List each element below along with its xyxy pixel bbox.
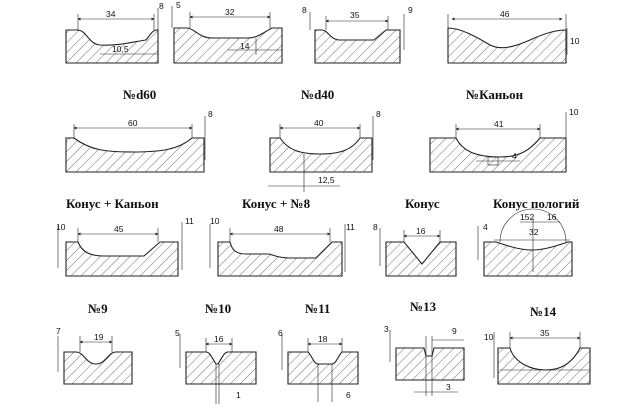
profile-label: Конус пологий	[493, 196, 580, 211]
profile-1: 34 8 10,5	[65, 1, 164, 64]
dim-text: 6	[278, 328, 283, 338]
dim-text: 8	[302, 5, 307, 15]
profile-label: Конус	[405, 196, 440, 211]
dim-text: 18	[318, 334, 328, 344]
dim-text: 19	[94, 332, 104, 342]
profile-label: №Каньон	[466, 87, 524, 102]
dim-text: 7	[56, 326, 61, 336]
profile-16: 10 35	[484, 328, 591, 385]
profile-10: 8 16	[373, 222, 457, 277]
dim-text: 152	[520, 212, 534, 222]
dim-text: 35	[350, 10, 360, 20]
profile-label: №13	[410, 299, 437, 314]
profile-label: №11	[305, 301, 330, 316]
profile-label: Конус + №8	[242, 196, 311, 211]
dim-text: 9	[452, 326, 457, 336]
dim-text: 60	[128, 118, 138, 128]
profile-9: 10 48 11	[209, 216, 355, 277]
dim-text: 8	[376, 109, 381, 119]
dim-text: 8	[208, 109, 213, 119]
dim-text: 16	[416, 226, 426, 236]
dim-text: 6	[346, 390, 351, 400]
dim-text: 46	[500, 9, 510, 19]
dim-text: 41	[494, 119, 504, 129]
profile-7: 41 10 4	[429, 107, 579, 173]
dim-text: 11	[185, 216, 194, 226]
dim-text: 3	[446, 382, 451, 392]
dim-text: 10	[210, 216, 220, 226]
dim-text: 16	[214, 334, 224, 344]
profile-6: 40 8 12,5	[268, 109, 381, 192]
dim-text: 16	[547, 212, 557, 222]
profile-14: 6 18 6	[278, 328, 359, 402]
dim-text: 4	[512, 151, 517, 161]
profile-12: 7 19	[56, 326, 133, 385]
dim-text: 10,5	[112, 44, 129, 54]
dim-text: 8	[159, 1, 164, 11]
dim-text: 11	[346, 222, 355, 232]
dim-text: 4	[483, 222, 488, 232]
dim-text: 10	[570, 36, 580, 46]
dim-text: 12,5	[318, 175, 335, 185]
dim-text: 10	[484, 332, 494, 342]
profile-label: №9	[88, 301, 108, 316]
dim-text: 14	[240, 41, 250, 51]
dim-text: 40	[314, 118, 324, 128]
profile-13: 5 16 1	[175, 328, 257, 404]
dim-text: 5	[175, 328, 180, 338]
profile-5: 60 8	[65, 109, 213, 173]
profile-11: 4 152 16 32	[477, 208, 573, 277]
profile-2: 5 32 14	[171, 0, 283, 64]
dim-text: 9	[408, 5, 413, 15]
dim-text: 32	[529, 227, 539, 237]
dim-text: 5	[176, 0, 181, 10]
profile-4: 46 10	[447, 9, 580, 64]
dim-text: 34	[106, 9, 116, 19]
dim-text: 35	[540, 328, 550, 338]
dim-text: 3	[384, 324, 389, 334]
dim-text: 45	[114, 224, 124, 234]
profile-label: №d40	[301, 87, 334, 102]
dim-text: 48	[274, 224, 284, 234]
profile-8: 10 45 11	[56, 216, 194, 277]
profile-label: №d60	[123, 87, 156, 102]
profile-label: Конус + Каньон	[66, 196, 159, 211]
profile-3: 8 35 9	[302, 5, 413, 64]
profile-label: №14	[530, 304, 557, 319]
dim-text: 8	[373, 222, 378, 232]
dim-text: 10	[56, 222, 66, 232]
dim-text: 10	[569, 107, 579, 117]
profile-15: 3 9 3	[384, 324, 465, 396]
dim-text: 1	[236, 390, 241, 400]
profile-label: №10	[205, 301, 231, 316]
dim-text: 32	[225, 7, 235, 17]
